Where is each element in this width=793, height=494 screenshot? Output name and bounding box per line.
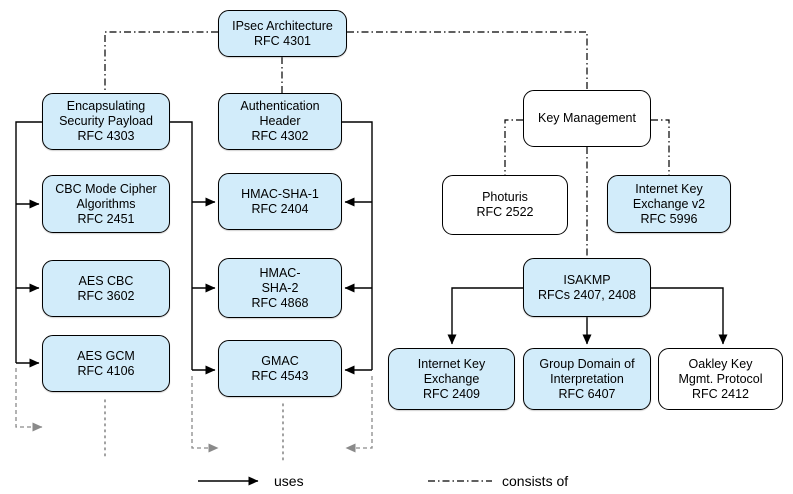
node-text: RFC 4106 [77, 363, 135, 378]
connector-keymgmt-photuris [504, 119, 523, 175]
node-text: RFC 2451 [77, 211, 135, 226]
connector-isakmp-oakley [651, 287, 728, 345]
node-text: CBC Mode Cipher [55, 181, 157, 196]
node-text: RFC 2404 [251, 201, 309, 216]
node-text: AES GCM [77, 348, 135, 363]
node-text: RFC 2409 [423, 386, 480, 401]
rail-esp-inner-continued [191, 376, 219, 453]
node-text: RFC 2412 [692, 386, 749, 401]
rail-esp-inner [170, 121, 193, 370]
node-text: Authentication [240, 99, 320, 113]
node-text: RFC 6407 [558, 386, 616, 401]
rail-esp-left-continued [15, 368, 43, 432]
node-text: Encapsulating [66, 99, 146, 113]
node-ikev2: Internet Key Exchange v2 RFC 5996 [607, 175, 731, 233]
node-text: ISAKMP [563, 272, 611, 287]
node-oakley: Oakley Key Mgmt. Protocol RFC 2412 [658, 348, 783, 410]
node-text: Header [259, 114, 301, 128]
legend-uses-label: uses [274, 473, 304, 489]
node-esp: Encapsulating Security Payload RFC 4303 [42, 93, 170, 150]
node-photuris: Photuris RFC 2522 [442, 175, 568, 235]
node-text: Security Payload [59, 114, 153, 128]
node-text: SHA-2 [261, 280, 299, 295]
node-text: Exchange [423, 371, 480, 386]
node-text: HMAC-SHA-1 [241, 186, 319, 201]
connector-ipsec-esp [104, 31, 218, 93]
node-text: RFCs 2407, 2408 [538, 287, 636, 302]
node-text: RFC 4543 [251, 368, 309, 383]
node-text: GMAC [261, 353, 299, 368]
node-aes-gcm: AES GCM RFC 4106 [42, 335, 170, 392]
node-text: AES CBC [78, 273, 134, 288]
node-text: Group Domain of [539, 356, 635, 371]
node-text: Exchange v2 [632, 196, 706, 211]
node-text: RFC 5996 [640, 211, 698, 226]
connector-ipsec-keymgmt [347, 31, 588, 90]
node-text: RFC 4302 [251, 129, 309, 143]
node-text: Mgmt. Protocol [678, 371, 763, 386]
node-text: RFC 4868 [251, 295, 309, 310]
node-gmac: GMAC RFC 4543 [218, 340, 342, 397]
node-text: RFC 4303 [77, 129, 135, 143]
rail-ah-right-continued [345, 376, 373, 453]
connector-keymgmt-ikev2 [651, 119, 670, 175]
node-hmac-sha2: HMAC- SHA-2 RFC 4868 [218, 258, 342, 318]
node-authentication-header: Authentication Header RFC 4302 [218, 93, 342, 150]
node-text: Internet Key [417, 356, 486, 371]
node-text: RFC 4301 [254, 33, 311, 48]
rail-esp-left [15, 121, 42, 363]
connector-isakmp-ike [447, 287, 523, 345]
node-text: Interpretation [550, 371, 624, 386]
node-text: HMAC- [259, 265, 301, 280]
node-hmac-sha1: HMAC-SHA-1 RFC 2404 [218, 173, 342, 230]
node-text: IPsec Architecture [232, 18, 333, 33]
node-text: Photuris [482, 190, 528, 204]
node-cbc-mode-cipher: CBC Mode Cipher Algorithms RFC 2451 [42, 175, 170, 233]
node-ipsec-architecture: IPsec Architecture RFC 4301 [218, 10, 347, 57]
rail-ah-right [342, 121, 373, 370]
node-aes-cbc: AES CBC RFC 3602 [42, 260, 170, 317]
node-text: Oakley Key [688, 356, 753, 371]
node-isakmp: ISAKMP RFCs 2407, 2408 [523, 258, 651, 317]
node-ike: Internet Key Exchange RFC 2409 [388, 348, 515, 410]
node-text: Internet Key [635, 181, 703, 196]
node-gdoi: Group Domain of Interpretation RFC 6407 [523, 348, 651, 410]
legend-consists-of-label: consists of [502, 473, 569, 489]
node-text: RFC 2522 [476, 205, 534, 219]
node-text: Algorithms [76, 196, 136, 211]
node-text: RFC 3602 [77, 288, 135, 303]
node-text: Key Management [538, 111, 636, 125]
node-key-management: Key Management [523, 90, 651, 147]
